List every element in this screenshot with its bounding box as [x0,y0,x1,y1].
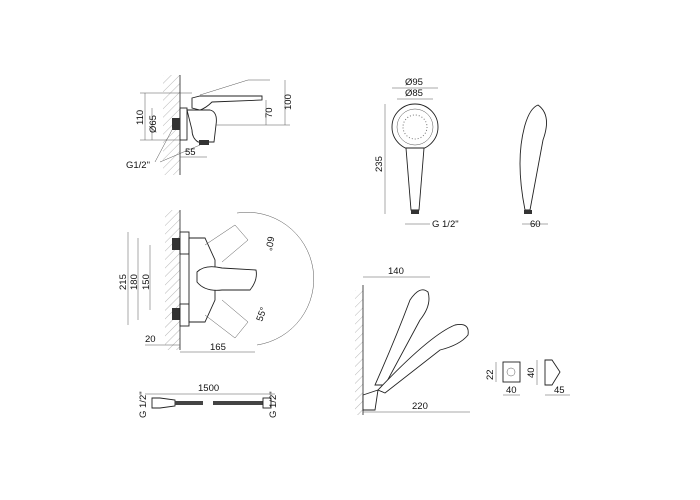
holder-detail: 22 40 40 45 [485,359,570,396]
dim-40-front: 40 [506,385,517,396]
dim-1500: 1500 [198,383,219,394]
dim-d85: Ø85 [405,88,423,99]
dim-20: 20 [145,334,156,345]
dim-d95: Ø95 [405,77,423,88]
dim-60: 60 [530,219,541,230]
hand-shower-front: Ø95 Ø85 235 G 1/2" [374,77,459,230]
dim-165: 165 [210,342,226,353]
hose-drawing: 1500 G 1/2" G 1/2" [138,383,279,418]
hose-thread-left: G 1/2" [138,391,149,418]
hose-thread-right: G 1/2" [268,391,279,418]
dim-22: 22 [485,369,496,380]
dim-150: 150 [141,274,152,290]
thread-label: G1/2" [126,160,150,171]
dim-70: 70 [264,107,275,118]
dim-235: 235 [374,156,385,172]
dim-110: 110 [135,110,146,125]
shower-holder-assembly: 140 220 [355,266,470,415]
dim-180: 180 [129,274,140,290]
dim-140: 140 [388,266,404,277]
shower-thread: G 1/2" [432,219,459,230]
mixer-side-view: 110 Ø65 70 100 55 G1/2" [126,75,294,175]
dim-45: 45 [554,385,565,396]
dim-220: 220 [412,401,428,412]
dim-55: 55 [185,147,196,158]
dim-d65: Ø65 [148,115,159,133]
dim-100: 100 [283,94,294,110]
dim-215: 215 [118,274,129,290]
dim-40-side: 40 [526,367,537,378]
angle-60: 60° [263,235,276,251]
mixer-front-view: 215 180 150 20 165 60° 55° [118,210,315,353]
hand-shower-side: 60 [519,104,548,230]
angle-55: 55° [254,306,269,323]
